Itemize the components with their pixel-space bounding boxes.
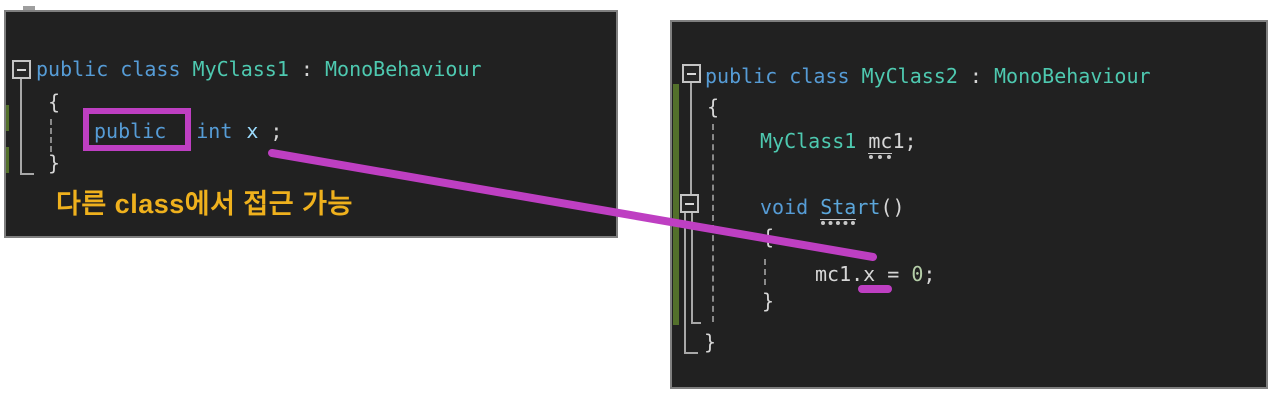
field-name-token: x [246,119,259,143]
class-name-token: MyClass1 [192,57,289,81]
brace-token: { [762,225,775,249]
modifier-token: public [94,119,167,143]
number-token: 0 [911,262,924,286]
code-line-field-declaration[interactable]: MyClass1 mc1; [760,129,917,154]
base-class-token: MonoBehaviour [994,64,1151,88]
base-class-token: MonoBehaviour [325,57,482,81]
change-tracking-bar [6,105,9,131]
outline-guide-foot [684,352,698,354]
code-line-method-declaration[interactable]: void Start() [760,195,905,220]
left-code-editor: public class MyClass1 : MonoBehaviour { … [4,10,618,238]
outline-guide-foot [20,173,34,175]
code-line-close-brace[interactable]: } [762,289,774,313]
indent-guide [764,259,766,285]
collapse-toggle-icon[interactable] [680,194,699,213]
indent-guide [50,119,52,152]
type-token: MyClass1 [760,129,869,153]
outline-guide [684,213,686,354]
semicolon-token: ; [923,262,936,286]
method-name-token: Sta [820,195,857,220]
outline-guide [691,213,693,324]
colon-token: : [957,64,994,88]
outline-guide [690,83,692,194]
code-line-assignment[interactable]: mc1.x = 0; [815,262,935,286]
brace-token: { [48,90,61,114]
code-line-open-brace[interactable]: { [48,90,60,114]
semicolon-token: ; [270,119,283,143]
collapse-toggle-icon[interactable] [682,64,701,83]
variable-name-token: 1; [892,129,917,153]
brace-token: } [704,330,717,354]
code-line-class-declaration[interactable]: public class MyClass1 : MonoBehaviour [36,57,482,81]
member-access-token: mc1.x [815,262,876,286]
keyword-token: public class [36,57,193,81]
outline-guide-foot [691,322,701,324]
annotation-caption: 다른 class에서 접근 가능 [56,189,353,219]
outline-guide [20,79,22,175]
change-tracking-bar [6,147,9,173]
code-line-open-brace[interactable]: { [762,225,774,249]
assign-token: = [875,262,912,286]
keyword-token: public class [705,64,862,88]
parens-token: () [880,195,905,219]
right-code-editor: public class MyClass2 : MonoBehaviour { … [670,20,1268,389]
brace-token: } [48,151,61,175]
change-tracking-bar [673,84,679,325]
brace-token: { [707,95,720,119]
colon-token: : [288,57,325,81]
code-line-close-brace[interactable]: } [48,151,60,175]
window-edge-notch [23,6,35,12]
method-name-token: rt [856,195,881,219]
code-line-class-declaration[interactable]: public class MyClass2 : MonoBehaviour [705,64,1151,88]
collapse-toggle-icon[interactable] [12,60,31,79]
brace-token: } [762,289,775,313]
indent-guide [712,124,714,322]
keyword-token: void [760,195,821,219]
variable-name-token: mc [868,129,893,154]
type-token: int [196,119,233,143]
code-line-open-brace[interactable]: { [707,95,719,119]
code-line-close-brace[interactable]: } [704,330,716,354]
class-name-token: MyClass2 [861,64,958,88]
